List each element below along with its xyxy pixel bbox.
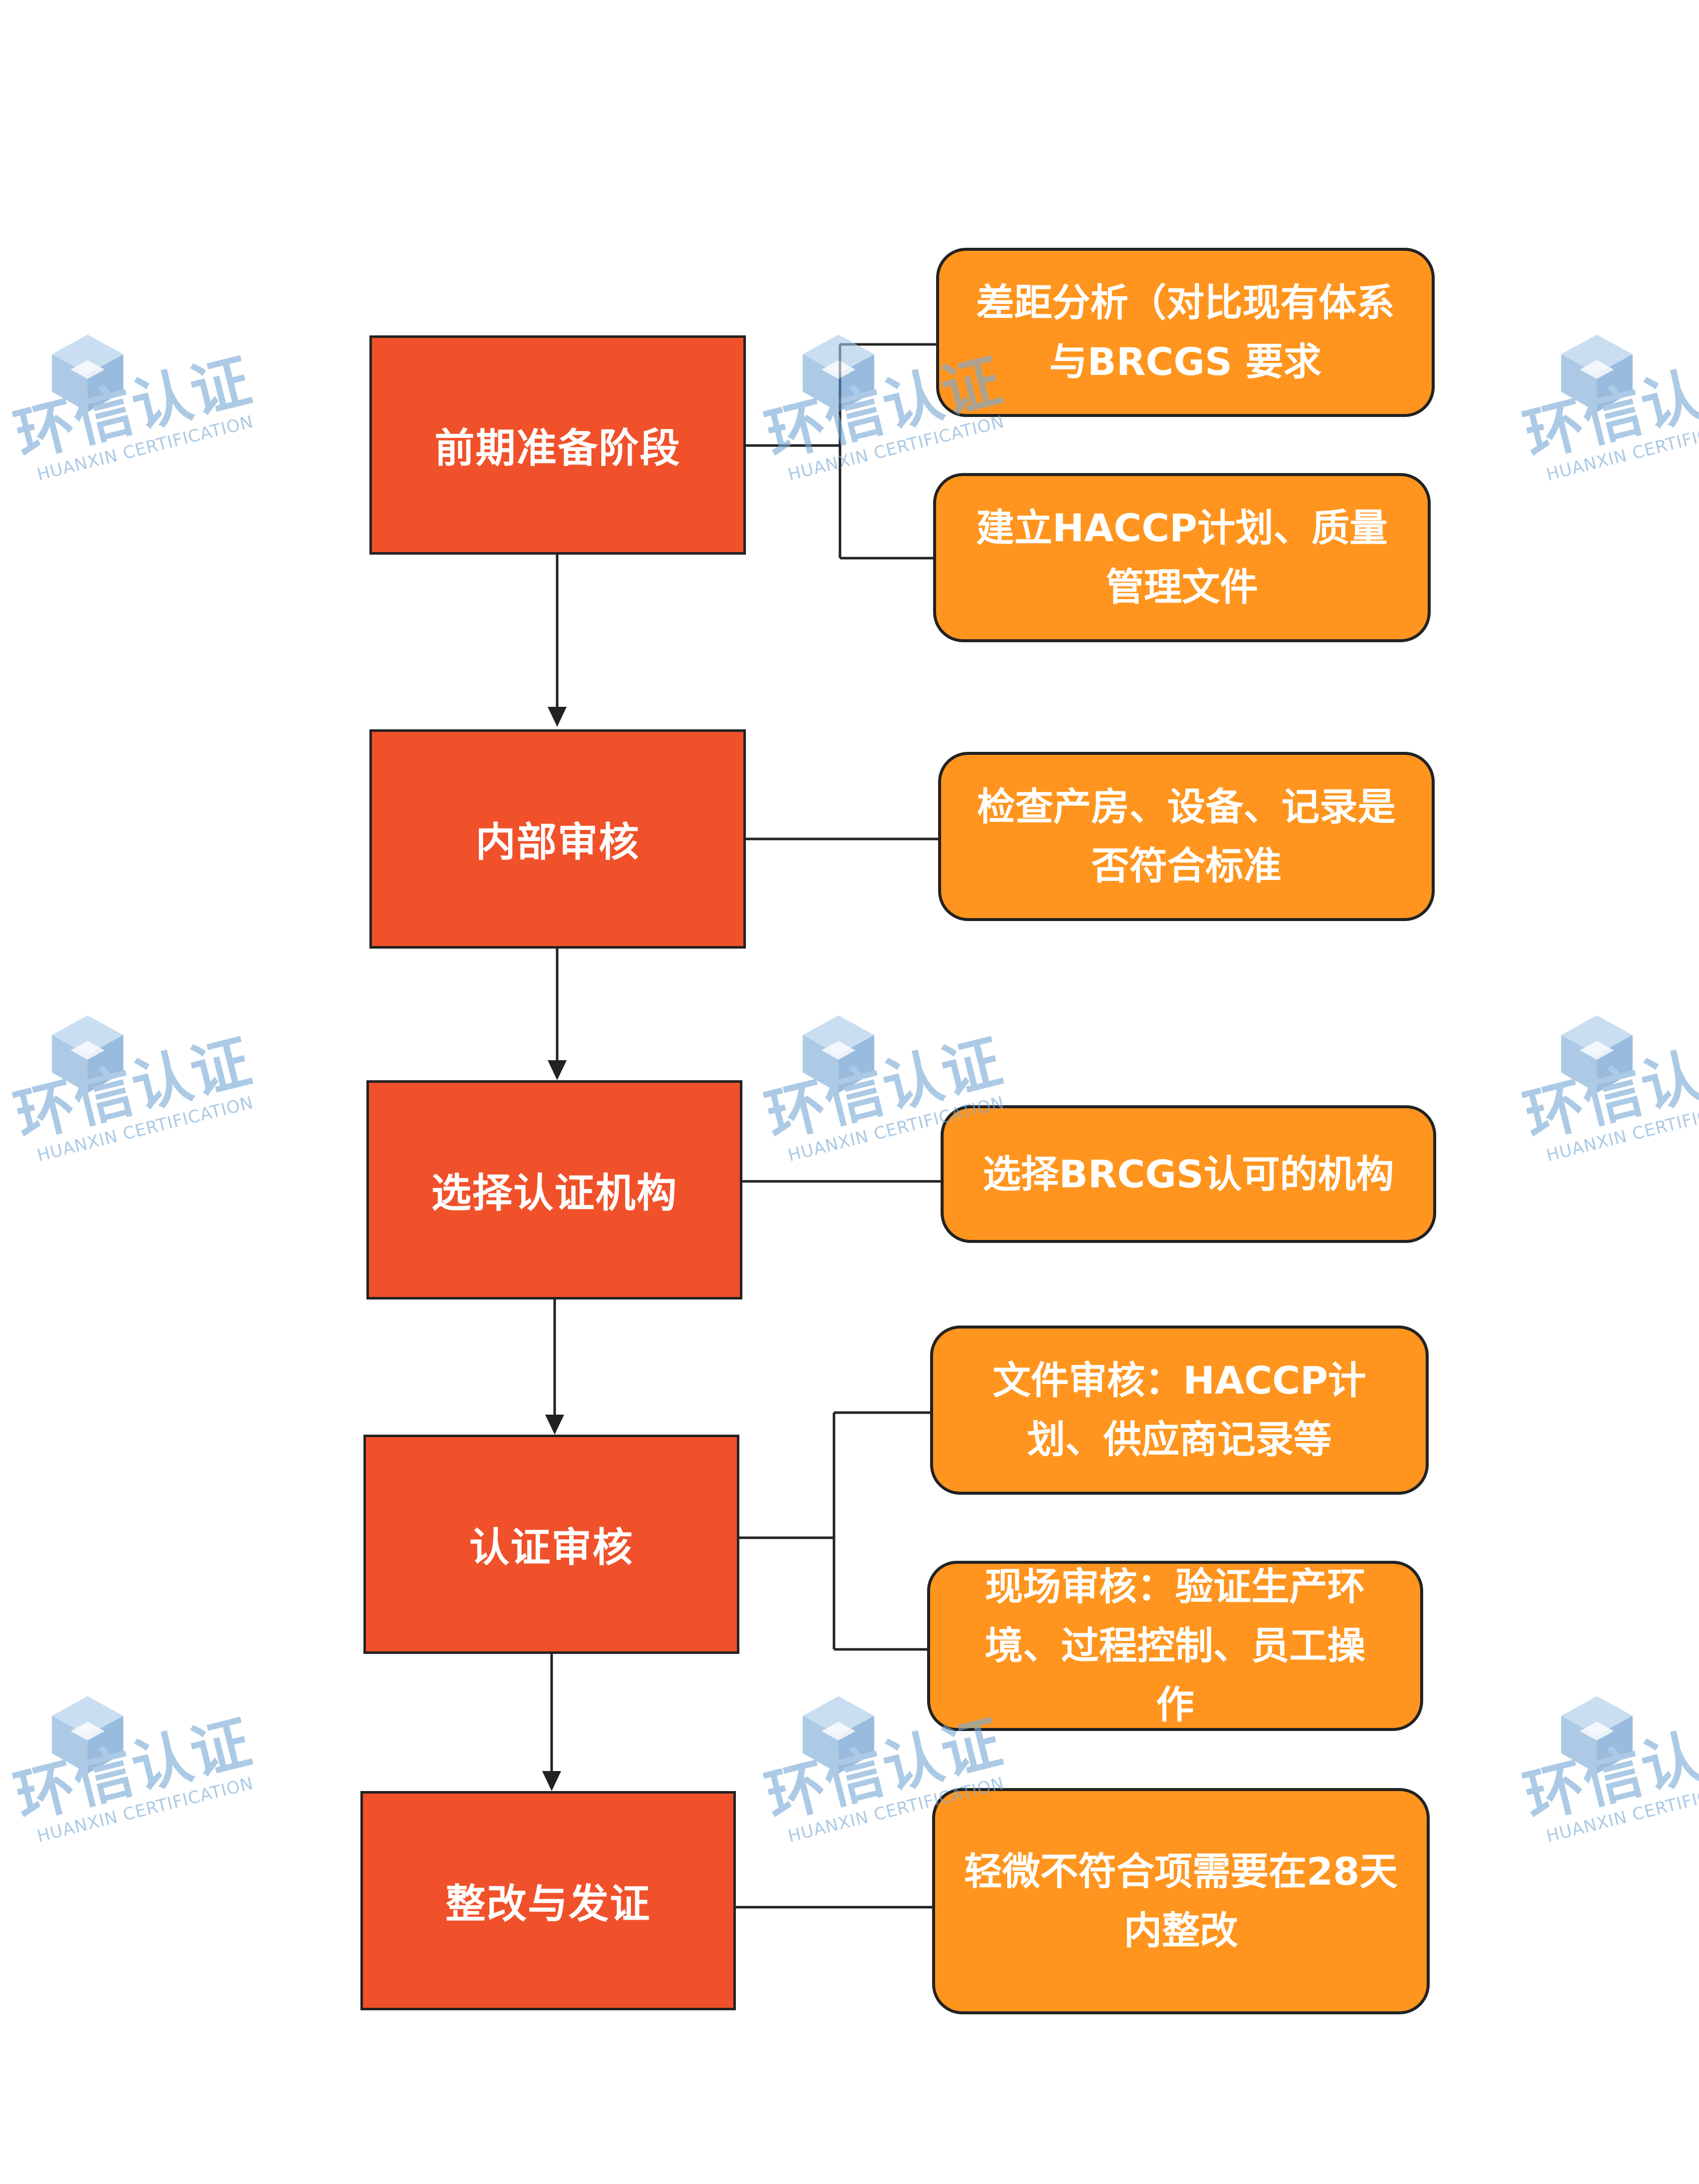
detail-onsite-audit[interactable]: 现场审核：验证生产环 境、过程控制、员工操 作 — [927, 1561, 1423, 1731]
watermark: 环信认证 HUANXIN CERTIFICATION — [756, 1692, 1016, 1872]
cube-logo-icon — [52, 334, 124, 412]
stage-certification-audit[interactable]: 认证审核 — [363, 1435, 739, 1654]
stage-preparation[interactable]: 前期准备阶段 — [369, 335, 746, 555]
cube-logo-icon — [1561, 1015, 1633, 1093]
arrowhead-s2 — [548, 707, 567, 727]
watermark: 环信认证 HUANXIN CERTIFICATION — [1514, 1011, 1699, 1191]
watermark: 环信认证 HUANXIN CERTIFICATION — [5, 1692, 265, 1872]
detail-minor-nonconformity[interactable]: 轻微不符合项需要在28天 内整改 — [932, 1788, 1430, 2014]
arrowhead-s3 — [548, 1060, 567, 1080]
watermark: 环信认证 HUANXIN CERTIFICATION — [756, 1011, 1016, 1191]
cube-logo-icon — [52, 1696, 124, 1774]
watermark: 环信认证 HUANXIN CERTIFICATION — [1514, 1692, 1699, 1872]
detail-select-accredited-body[interactable]: 选择BRCGS认可的机构 — [941, 1105, 1436, 1243]
cube-logo-icon — [1561, 1696, 1633, 1774]
arrowhead-s5 — [542, 1771, 561, 1791]
detail-haccp-plan[interactable]: 建立HACCP计划、质量 管理文件 — [933, 473, 1431, 642]
cube-logo-icon — [802, 1015, 875, 1093]
watermark: 环信认证 HUANXIN CERTIFICATION — [5, 330, 265, 511]
cube-logo-icon — [1561, 334, 1633, 412]
stage-select-certification-body[interactable]: 选择认证机构 — [366, 1080, 742, 1299]
detail-gap-analysis[interactable]: 差距分析（对比现有体系 与BRCGS 要求 — [936, 248, 1435, 417]
stage-rectification-and-issuance[interactable]: 整改与发证 — [360, 1791, 736, 2010]
watermark: 环信认证 HUANXIN CERTIFICATION — [1514, 330, 1699, 511]
cube-logo-icon — [802, 334, 875, 412]
cube-logo-icon — [52, 1015, 124, 1093]
detail-document-audit[interactable]: 文件审核：HACCP计 划、供应商记录等 — [930, 1326, 1429, 1495]
watermark: 环信认证 HUANXIN CERTIFICATION — [5, 1011, 265, 1191]
detail-facility-check[interactable]: 检查产房、设备、记录是 否符合标准 — [938, 752, 1435, 921]
stage-internal-audit[interactable]: 内部审核 — [369, 729, 746, 949]
arrowhead-s4 — [545, 1415, 564, 1435]
watermark: 环信认证 HUANXIN CERTIFICATION — [756, 330, 1016, 511]
cube-logo-icon — [802, 1696, 875, 1774]
